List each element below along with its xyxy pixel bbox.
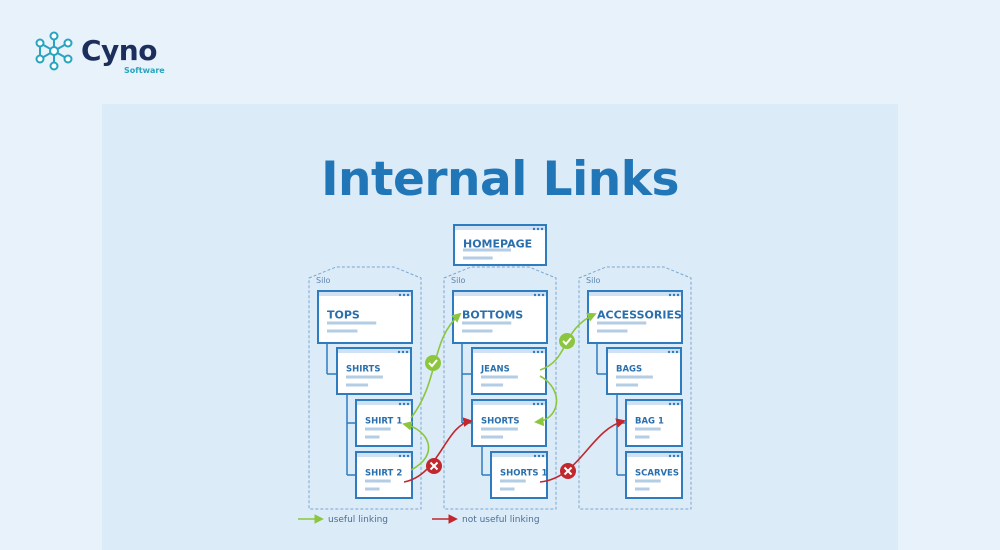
brand-logo[interactable]: Cyno Software — [34, 30, 174, 78]
silo-1: Silo — [308, 266, 422, 510]
check-icon — [425, 355, 441, 371]
silo-label: Silo — [451, 276, 466, 285]
page-card-shorts: SHORTS — [471, 399, 547, 447]
network-nodes-icon — [35, 31, 73, 71]
page-title: Internal Links — [321, 152, 679, 207]
page-card-tops: TOPS — [317, 290, 413, 344]
page-card-scarves: SCARVES — [625, 451, 683, 499]
card-label: HOMEPAGE — [463, 238, 532, 251]
card-label: SCARVES — [635, 468, 679, 478]
silo-label: Silo — [316, 276, 331, 285]
card-label: TOPS — [327, 309, 360, 322]
legend-not-useful-label: not useful linking — [462, 515, 540, 525]
card-label: SHIRT 1 — [365, 416, 402, 426]
silo-3: Silo — [578, 266, 692, 510]
page-card-bottoms: BOTTOMS — [452, 290, 548, 344]
page-card-shorts-1: SHORTS 1 — [490, 451, 548, 499]
page-card-shirt-1: SHIRT 1 — [355, 399, 413, 447]
page-card-bags: BAGS — [606, 347, 682, 395]
page-card-accessories: ACCESSORIES — [587, 290, 683, 344]
page-card-jeans: JEANS — [471, 347, 547, 395]
brand-name: Cyno — [81, 34, 157, 67]
not-useful-link-shirt-2-to-shorts — [403, 417, 473, 483]
not-useful-link-shorts-1-to-bag-1 — [539, 418, 626, 483]
cross-icon — [560, 463, 576, 479]
page-card-shirt-2: SHIRT 2 — [355, 451, 413, 499]
page-card-bag-1: BAG 1 — [625, 399, 683, 447]
card-label: SHORTS — [481, 416, 520, 426]
silo-label: Silo — [586, 276, 601, 285]
silo-2: Silo — [443, 266, 557, 510]
card-label: BAGS — [616, 364, 642, 374]
legend: useful linking not useful linking — [298, 514, 540, 525]
cross-icon — [426, 458, 442, 474]
useful-link-jeans-to-shorts — [534, 375, 558, 427]
card-label: SHIRTS — [346, 364, 380, 374]
page-card-homepage: HOMEPAGE — [453, 224, 547, 266]
card-label: SHORTS 1 — [500, 468, 548, 478]
card-label: SHIRT 2 — [365, 468, 402, 478]
card-label: BAG 1 — [635, 416, 664, 426]
card-label: ACCESSORIES — [597, 309, 682, 322]
check-icon — [559, 333, 575, 349]
legend-useful-label: useful linking — [328, 515, 388, 525]
page-card-shirts: SHIRTS — [336, 347, 412, 395]
useful-link-shirt-2-to-shirt-1 — [402, 421, 430, 471]
brand-subtitle: Software — [124, 66, 165, 75]
card-label: BOTTOMS — [462, 309, 523, 322]
card-label: JEANS — [480, 364, 510, 374]
